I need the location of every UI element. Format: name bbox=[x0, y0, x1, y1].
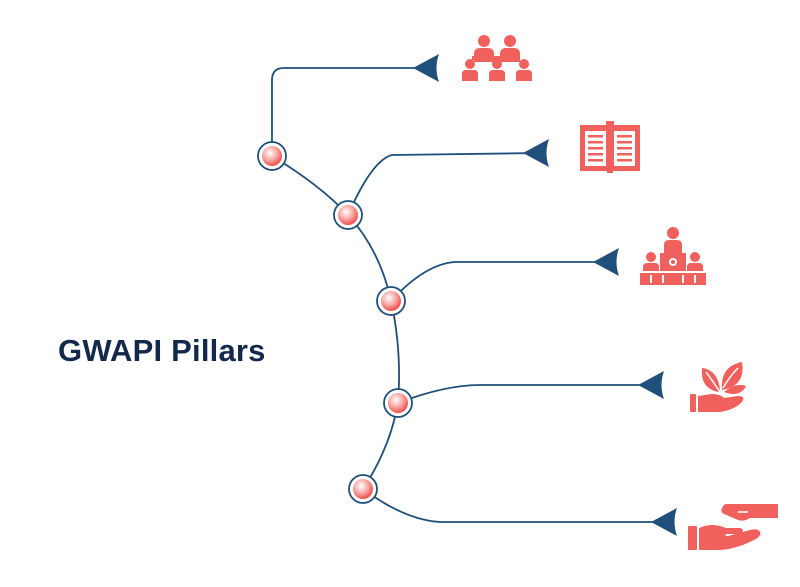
node-2 bbox=[333, 200, 363, 230]
branch-arrow-1 bbox=[413, 54, 439, 82]
spine-connector bbox=[271, 155, 400, 490]
branch-arrow-4 bbox=[638, 371, 664, 399]
open-book-icon bbox=[580, 121, 640, 173]
branch-arrow-5 bbox=[651, 508, 677, 536]
audience-group-icon bbox=[462, 35, 532, 81]
branch-connector-3 bbox=[390, 261, 610, 302]
branch-connector-2 bbox=[347, 152, 541, 216]
plant-in-hand-icon bbox=[690, 362, 746, 412]
node-3 bbox=[376, 286, 406, 316]
page-title: GWAPI Pillars bbox=[58, 333, 266, 368]
node-1 bbox=[257, 141, 287, 171]
branch-arrow-3 bbox=[593, 248, 619, 276]
branch-connector-5 bbox=[362, 488, 668, 523]
node-4 bbox=[383, 388, 413, 418]
branch-connector-4 bbox=[397, 384, 655, 404]
branch-connector-1 bbox=[271, 67, 430, 156]
speaker-podium-icon bbox=[640, 227, 706, 285]
branch-arrow-2 bbox=[523, 139, 549, 167]
helping-hand-icon bbox=[688, 504, 778, 550]
node-5 bbox=[348, 474, 378, 504]
